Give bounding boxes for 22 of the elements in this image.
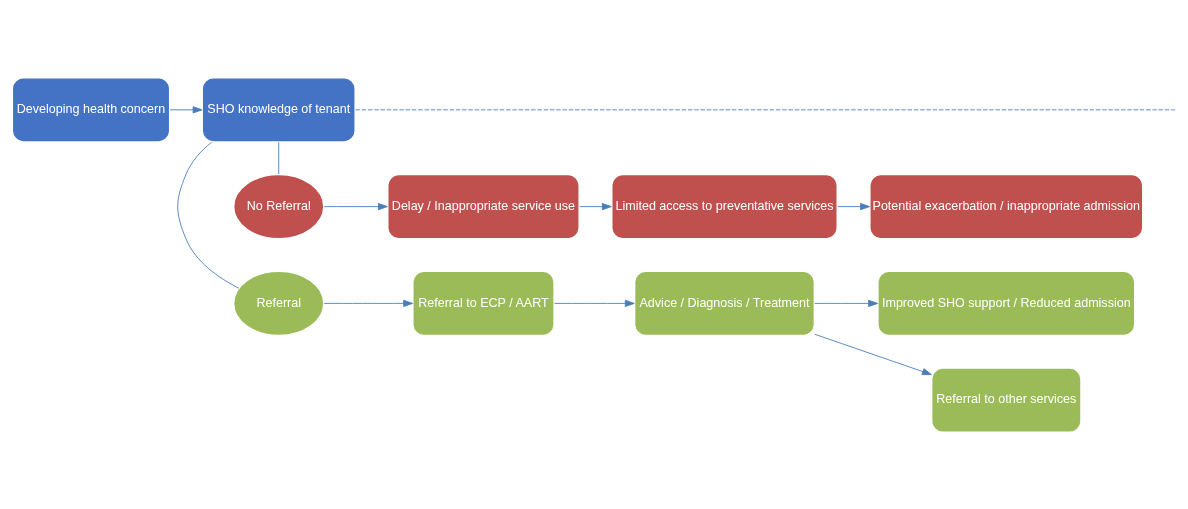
arrow xyxy=(323,202,388,210)
node-box: Delay / Inappropriate service use xyxy=(386,172,581,240)
node-box: Advice / Diagnosis / Treatment xyxy=(633,269,816,337)
connector xyxy=(177,141,240,289)
node-ellipse: No Referral xyxy=(232,172,325,240)
node-box: Limited access to preventative services xyxy=(610,172,839,240)
arrow xyxy=(323,299,414,307)
connector xyxy=(355,108,1176,110)
node-ellipse: Referral xyxy=(232,269,325,337)
node-box: SHO knowledge of tenant xyxy=(201,76,357,143)
node-box: Referral to other services xyxy=(930,366,1082,433)
arrow xyxy=(169,105,203,113)
arrow xyxy=(814,333,932,375)
arrow xyxy=(814,299,879,307)
connector xyxy=(278,141,280,175)
arrow xyxy=(579,202,612,210)
arrow xyxy=(554,299,635,307)
node-box: Developing health concern xyxy=(11,76,171,143)
arrow xyxy=(837,202,871,210)
node-box: Potential exacerbation / inappropriate admission xyxy=(868,172,1144,240)
node-box: Referral to ECP / AART xyxy=(411,269,556,337)
node-box: Improved SHO support / Reduced admission xyxy=(876,269,1136,337)
